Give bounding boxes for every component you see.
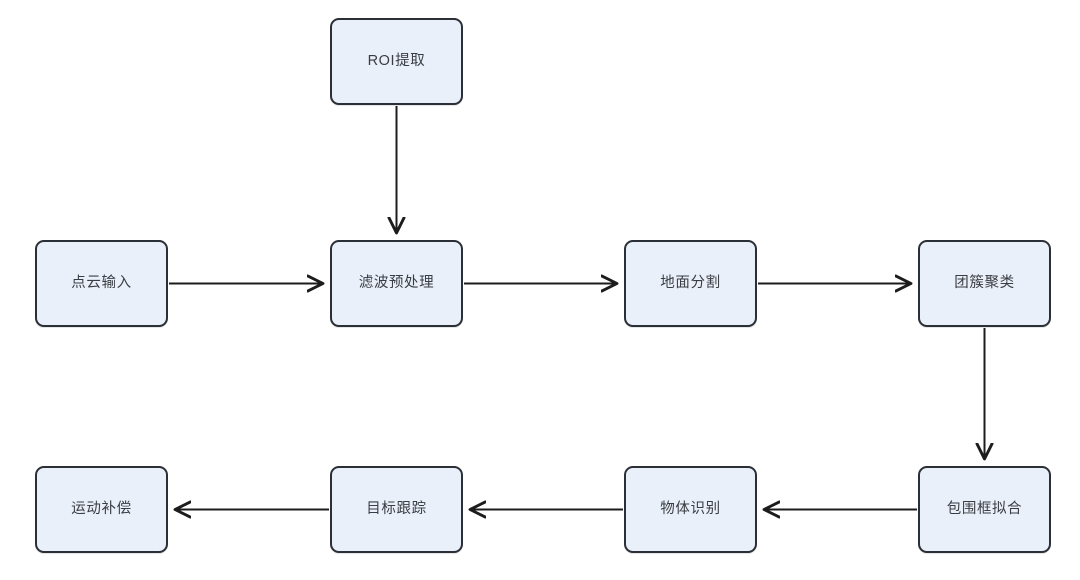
node-cluster[interactable]: 团簇聚类 [918, 240, 1051, 327]
node-label: 团簇聚类 [954, 274, 1015, 291]
node-label: 目标跟踪 [366, 500, 427, 517]
node-label: 物体识别 [660, 500, 721, 517]
node-motion-compensation[interactable]: 运动补偿 [35, 466, 168, 553]
node-point-cloud-input[interactable]: 点云输入 [35, 240, 168, 327]
node-label: 地面分割 [660, 274, 721, 291]
node-roi-extraction[interactable]: ROI提取 [330, 18, 463, 105]
node-label: 运动补偿 [71, 500, 132, 517]
node-target-tracking[interactable]: 目标跟踪 [330, 466, 463, 553]
node-label: ROI提取 [367, 52, 426, 69]
node-bounding-box-fitting[interactable]: 包围框拟合 [918, 466, 1051, 553]
node-label: 点云输入 [71, 274, 132, 291]
node-ground-segmentation[interactable]: 地面分割 [624, 240, 757, 327]
node-object-recognition[interactable]: 物体识别 [624, 466, 757, 553]
node-filter-preprocess[interactable]: 滤波预处理 [330, 240, 463, 327]
node-label: 滤波预处理 [358, 274, 435, 291]
node-label: 包围框拟合 [946, 500, 1023, 517]
